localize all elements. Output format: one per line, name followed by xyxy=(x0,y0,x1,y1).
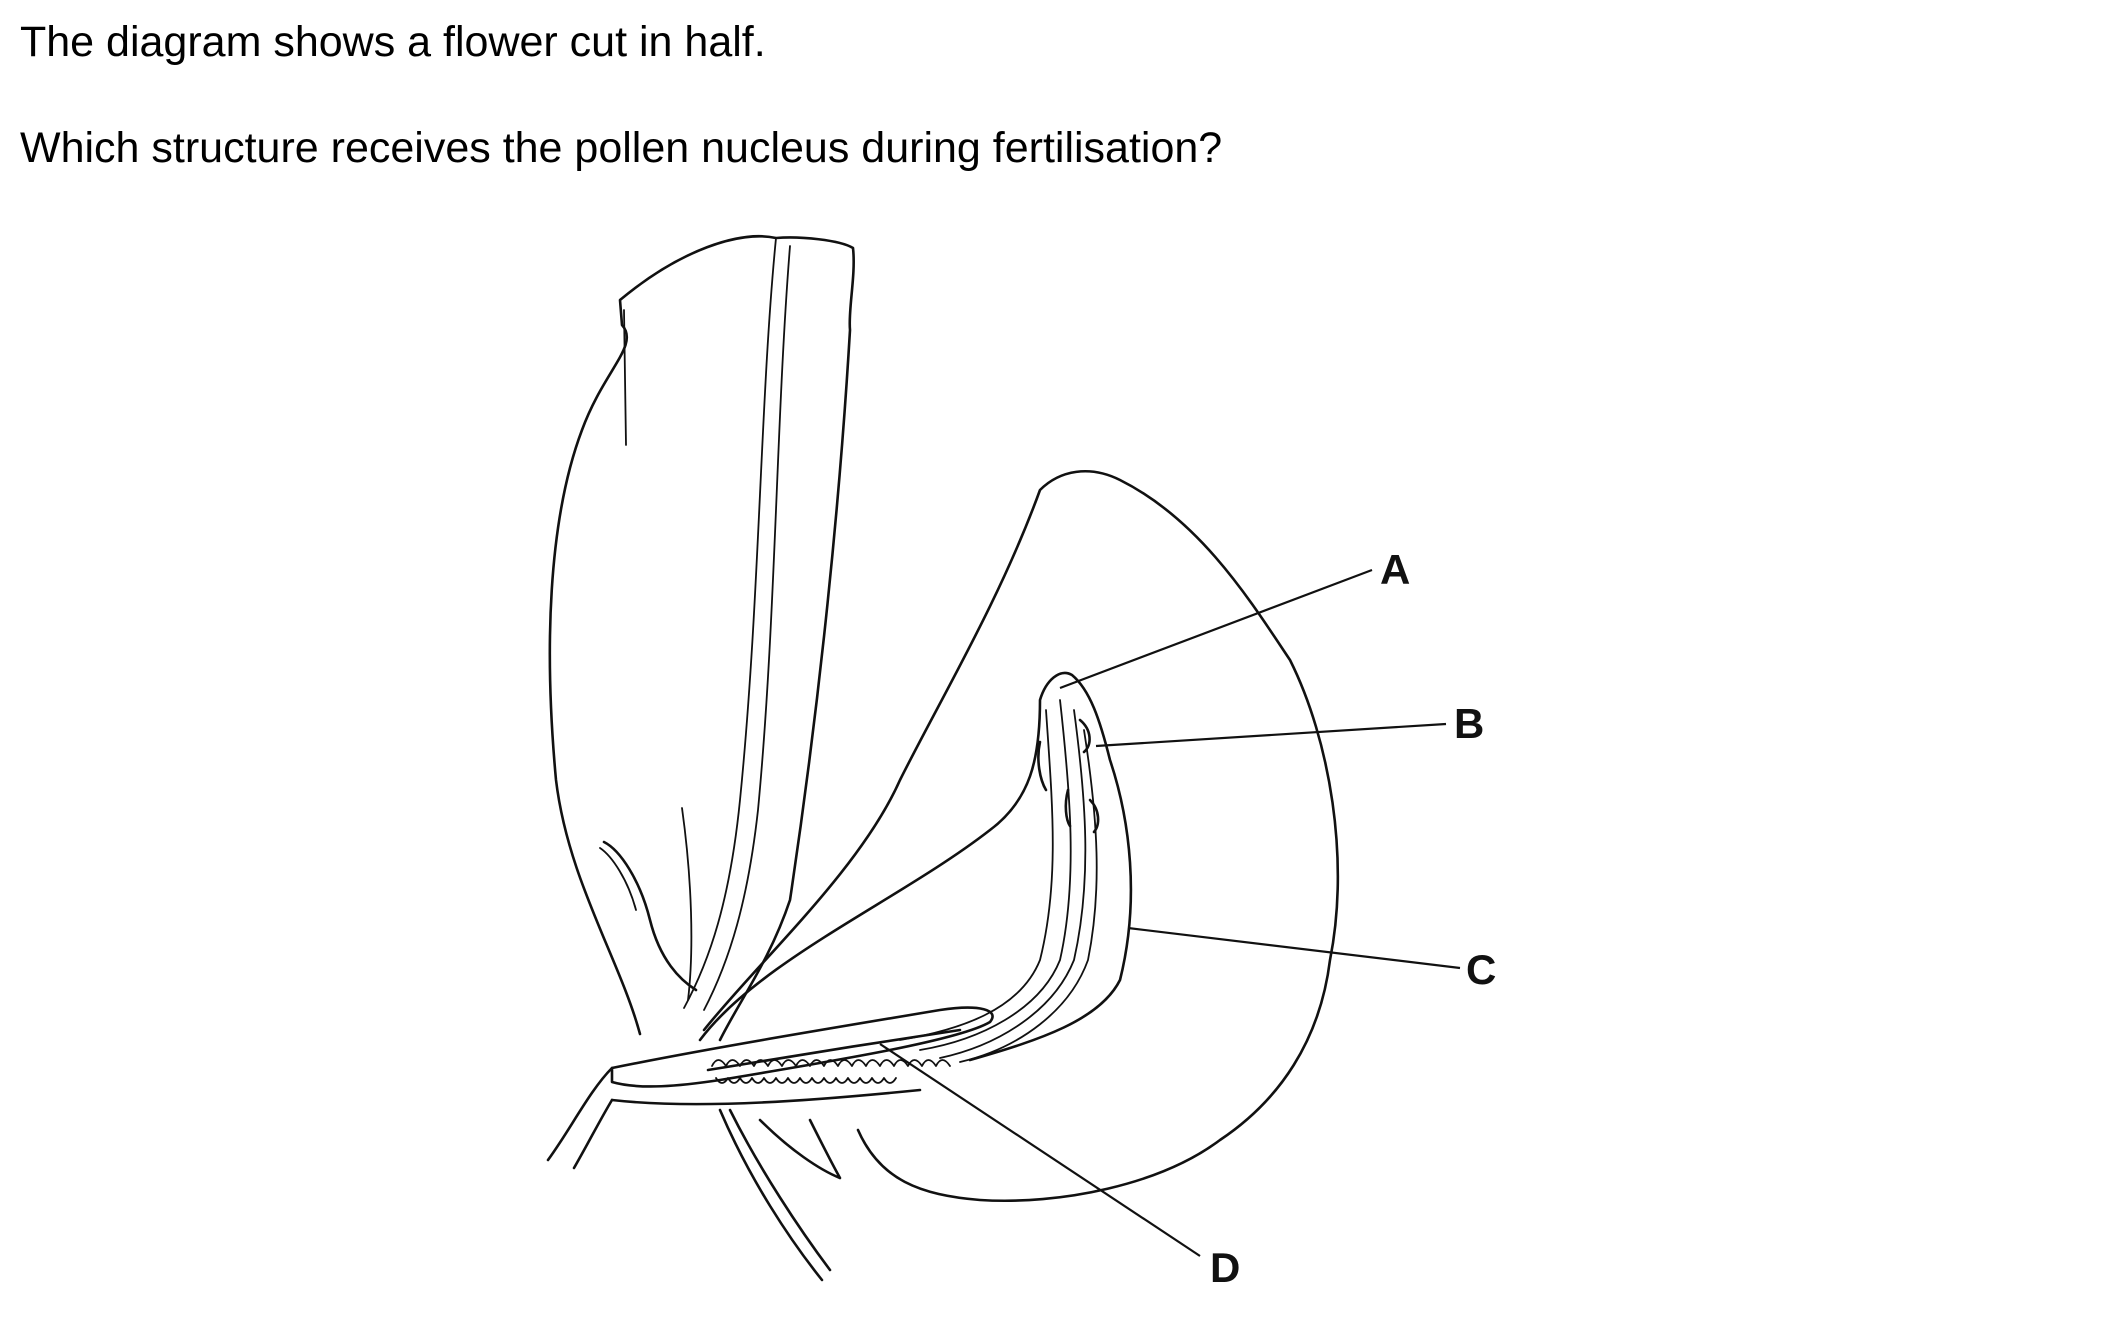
sepals-and-stalk xyxy=(546,840,842,1282)
label-c-leader xyxy=(1127,926,1461,970)
wing-petal xyxy=(702,469,1340,1203)
label-b-leader xyxy=(1095,722,1447,748)
standard-petal xyxy=(548,234,855,1042)
label-a-leader xyxy=(1059,568,1373,690)
question-intro: The diagram shows a flower cut in half. xyxy=(20,18,766,66)
ovary xyxy=(610,1006,994,1106)
label-c: C xyxy=(1466,946,1496,993)
question-prompt: Which structure receives the pollen nucl… xyxy=(20,124,1223,172)
label-d-leader xyxy=(879,1043,1201,1257)
keel-and-column xyxy=(698,671,1133,1063)
label-d: D xyxy=(1210,1244,1240,1291)
label-a: A xyxy=(1380,546,1410,593)
label-b: B xyxy=(1454,700,1484,747)
